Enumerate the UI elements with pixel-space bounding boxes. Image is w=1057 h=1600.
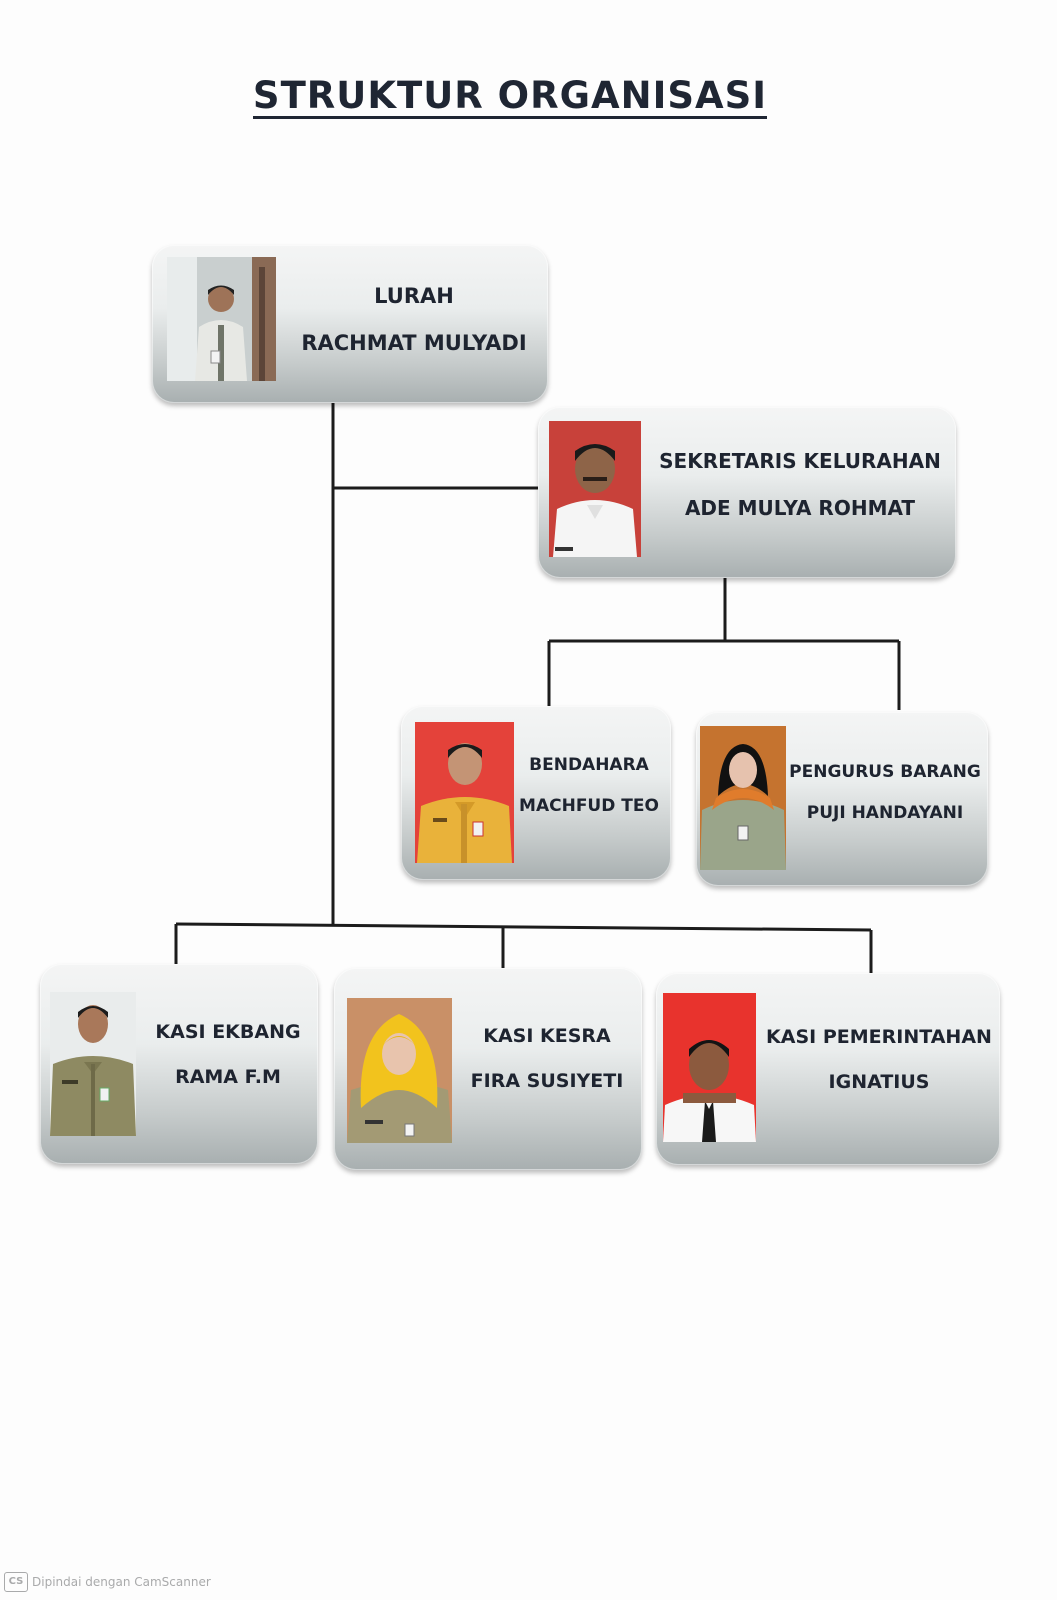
page-title-text: STRUKTUR ORGANISASI — [252, 74, 768, 119]
camscanner-logo-icon: CS — [4, 1572, 28, 1592]
pengurus-role: PENGURUS BARANG — [789, 762, 981, 782]
connector-kasi-branch — [175, 922, 872, 932]
sekretaris-text: SEKRETARIS KELURAHAN ADE MULYA ROHMAT — [646, 438, 954, 532]
ekbang-text: KASI EKBANG RAMA F.M — [140, 1010, 316, 1100]
photo-ekbang — [50, 992, 136, 1136]
kesra-name: FIRA SUSIYETI — [470, 1070, 624, 1092]
sekretaris-name: ADE MULYA ROHMAT — [684, 496, 916, 520]
node-sekretaris: SEKRETARIS KELURAHAN ADE MULYA ROHMAT — [538, 407, 956, 578]
photo-kesra — [347, 998, 452, 1143]
person-photo-icon — [167, 257, 276, 381]
photo-pengurus — [700, 726, 786, 870]
person-photo-icon — [663, 993, 756, 1142]
ekbang-role: KASI EKBANG — [155, 1021, 301, 1043]
lurah-text: LURAH RACHMAT MULYADI — [282, 273, 546, 367]
bendahara-text: BENDAHARA MACHFUD TEO — [509, 745, 669, 827]
node-kesra: KASI KESRA FIRA SUSIYETI — [334, 968, 642, 1170]
photo-sekretaris — [549, 421, 641, 557]
lurah-name: RACHMAT MULYADI — [301, 331, 527, 355]
pemerintahan-name: IGNATIUS — [828, 1071, 930, 1093]
ekbang-name: RAMA F.M — [175, 1066, 281, 1088]
pengurus-name: PUJI HANDAYANI — [806, 803, 964, 823]
page-title: STRUKTUR ORGANISASI — [0, 74, 1020, 119]
node-pengurus: PENGURUS BARANG PUJI HANDAYANI — [696, 712, 988, 886]
person-photo-icon — [700, 726, 786, 870]
node-bendahara: BENDAHARA MACHFUD TEO — [401, 706, 671, 880]
lurah-role: LURAH — [374, 284, 454, 308]
pemerintahan-text: KASI PEMERINTAHAN IGNATIUS — [760, 1015, 998, 1105]
bendahara-role: BENDAHARA — [529, 755, 649, 775]
pemerintahan-role: KASI PEMERINTAHAN — [766, 1026, 992, 1048]
sekretaris-role: SEKRETARIS KELURAHAN — [659, 449, 941, 473]
node-lurah: LURAH RACHMAT MULYADI — [152, 245, 548, 403]
photo-pemerintahan — [663, 993, 756, 1142]
scanner-watermark: CS Dipindai dengan CamScanner — [4, 1572, 211, 1592]
node-ekbang: KASI EKBANG RAMA F.M — [40, 964, 318, 1164]
scanner-watermark-text: Dipindai dengan CamScanner — [32, 1575, 211, 1589]
person-photo-icon — [549, 421, 641, 557]
person-photo-icon — [50, 992, 136, 1136]
kesra-role: KASI KESRA — [483, 1025, 611, 1047]
node-pemerintahan: KASI PEMERINTAHAN IGNATIUS — [656, 973, 1000, 1165]
pengurus-text: PENGURUS BARANG PUJI HANDAYANI — [784, 752, 986, 834]
photo-lurah — [167, 257, 276, 381]
person-photo-icon — [415, 722, 514, 863]
photo-bendahara — [415, 722, 514, 863]
bendahara-name: MACHFUD TEO — [519, 796, 659, 816]
kesra-text: KASI KESRA FIRA SUSIYETI — [454, 1014, 640, 1104]
person-photo-icon — [347, 998, 452, 1143]
